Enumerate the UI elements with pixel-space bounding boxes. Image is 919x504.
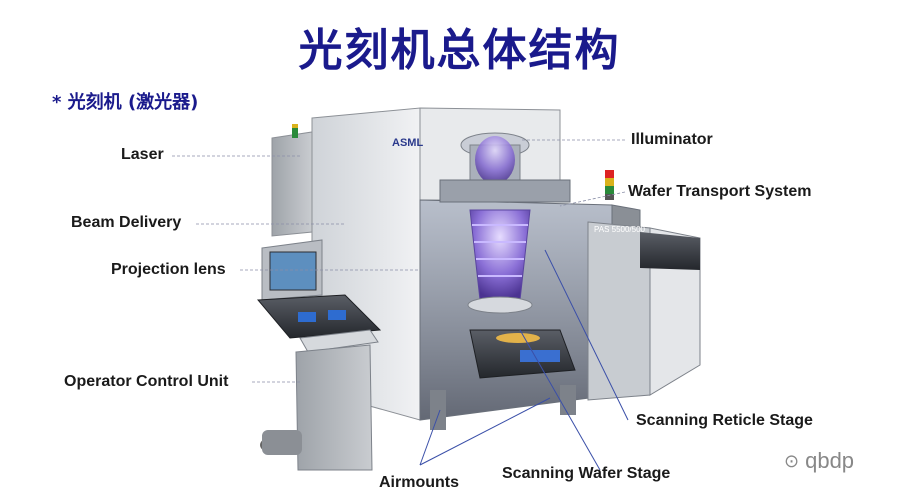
watermark-text: qbdp bbox=[805, 448, 855, 473]
label-operator-control-unit: Operator Control Unit bbox=[64, 373, 229, 390]
label-beam-delivery: Beam Delivery bbox=[71, 214, 182, 231]
wafer-transport-unit: PAS 5500/500 bbox=[587, 170, 701, 401]
label-scanning-reticle-stage: Scanning Reticle Stage bbox=[636, 412, 813, 429]
label-laser: Laser bbox=[121, 146, 164, 163]
model-label: PAS 5500/500 bbox=[594, 225, 646, 234]
watermark: ⊙ qbdp bbox=[784, 448, 854, 474]
subtitle: * 光刻机 (激光器) bbox=[52, 92, 199, 113]
page-title: 光刻机总体结构 bbox=[298, 25, 621, 76]
leader-lines bbox=[172, 139, 626, 383]
label-illuminator: Illuminator bbox=[631, 131, 713, 148]
pointer-lines bbox=[419, 249, 629, 471]
label-projection-lens: Projection lens bbox=[111, 261, 226, 278]
label-wafer-transport-system: Wafer Transport System bbox=[628, 183, 812, 200]
wafer-stage bbox=[469, 329, 576, 379]
label-scanning-wafer-stage: Scanning Wafer Stage bbox=[502, 465, 671, 482]
wechat-icon: ⊙ bbox=[784, 450, 800, 471]
illuminator-unit bbox=[439, 132, 571, 203]
projection-lens-column bbox=[467, 209, 533, 314]
brand-logo: ASML bbox=[392, 137, 423, 149]
label-airmounts: Airmounts bbox=[379, 474, 459, 491]
